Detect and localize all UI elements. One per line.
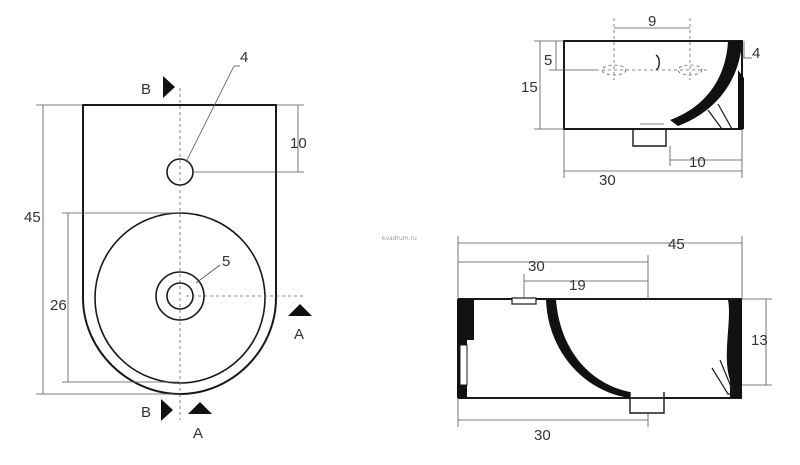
section-dim-height: 13 xyxy=(751,332,768,349)
section-left-inner xyxy=(459,344,468,386)
side-bowl-wall-outer xyxy=(738,70,744,129)
section-bowl-curve-outer xyxy=(726,300,742,398)
side-dim-left: 5 xyxy=(544,52,552,69)
section-support xyxy=(711,359,735,395)
section-a-right-arrow xyxy=(288,304,312,316)
section-dim-overall: 45 xyxy=(668,236,685,253)
side-view-top: 9 5 4 15 30 10 xyxy=(521,13,760,189)
section-b-bottom-label: B xyxy=(141,404,151,421)
side-dim-spacing: 9 xyxy=(648,13,656,30)
section-dim-bottom: 30 xyxy=(534,427,551,444)
section-dim-inner: 30 xyxy=(528,258,545,275)
section-a-bottom-arrow xyxy=(188,402,212,414)
watermark: kvadrum.ru xyxy=(382,235,417,242)
side-tap-hole xyxy=(655,54,660,71)
side-drain-stub xyxy=(632,129,667,147)
side-support xyxy=(707,103,734,130)
dim-front-height: 45 xyxy=(24,209,41,226)
callout-4-leader xyxy=(185,65,235,163)
callout-5-leader xyxy=(195,264,221,284)
callout-drain-label: 5 xyxy=(222,253,230,270)
side-bowl-wall xyxy=(670,41,742,126)
section-view: 45 30 19 13 30 xyxy=(457,236,772,444)
basin-outline xyxy=(82,104,277,396)
section-dim-bowl: 19 xyxy=(569,277,586,294)
side-dim-depth: 30 xyxy=(599,172,616,189)
section-b-top-label: B xyxy=(141,81,151,98)
side-dim-height: 15 xyxy=(521,79,538,96)
callout-tap-hole-label: 4 xyxy=(240,49,248,66)
dim-front-bowl-height: 26 xyxy=(50,297,67,314)
section-b-bottom-arrow xyxy=(161,399,173,421)
section-b-top-arrow xyxy=(163,76,175,98)
section-a-right-label: A xyxy=(294,326,304,343)
section-drain xyxy=(629,392,665,414)
front-view: 45 26 10 4 5 B B A A xyxy=(24,49,312,442)
section-bowl-curve xyxy=(546,300,630,398)
side-dim-drain: 10 xyxy=(689,154,706,171)
side-dim-right: 4 xyxy=(752,45,760,62)
section-a-bottom-label: A xyxy=(193,425,203,442)
dim-front-tap-offset: 10 xyxy=(290,135,307,152)
